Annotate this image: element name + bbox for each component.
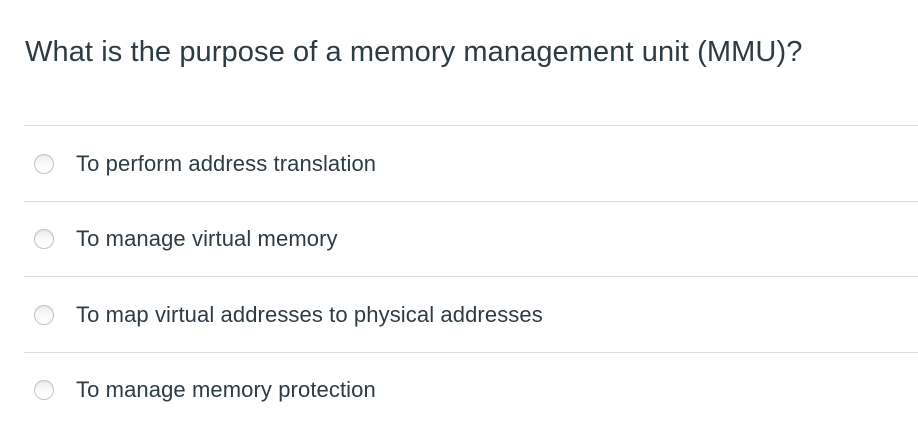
answer-radio[interactable]: [34, 380, 54, 400]
answer-radio[interactable]: [34, 229, 54, 249]
question-text: What is the purpose of a memory manageme…: [25, 36, 803, 68]
answer-label[interactable]: To perform address translation: [76, 150, 377, 176]
answer-label[interactable]: To manage virtual memory: [76, 226, 338, 251]
answer-option-row: To perform address translation: [24, 125, 918, 201]
answer-option-row: To manage memory protection: [24, 351, 918, 427]
answer-option-row: To manage virtual memory: [24, 200, 918, 277]
answer-option-row: To map virtual addresses to physical add…: [24, 276, 918, 352]
answer-radio[interactable]: [34, 304, 54, 325]
answer-radio[interactable]: [34, 153, 54, 174]
answer-label[interactable]: To manage memory protection: [76, 377, 376, 402]
answer-options-list: To perform address translation To manage…: [0, 125, 918, 427]
answer-label[interactable]: To map virtual addresses to physical add…: [76, 301, 543, 327]
